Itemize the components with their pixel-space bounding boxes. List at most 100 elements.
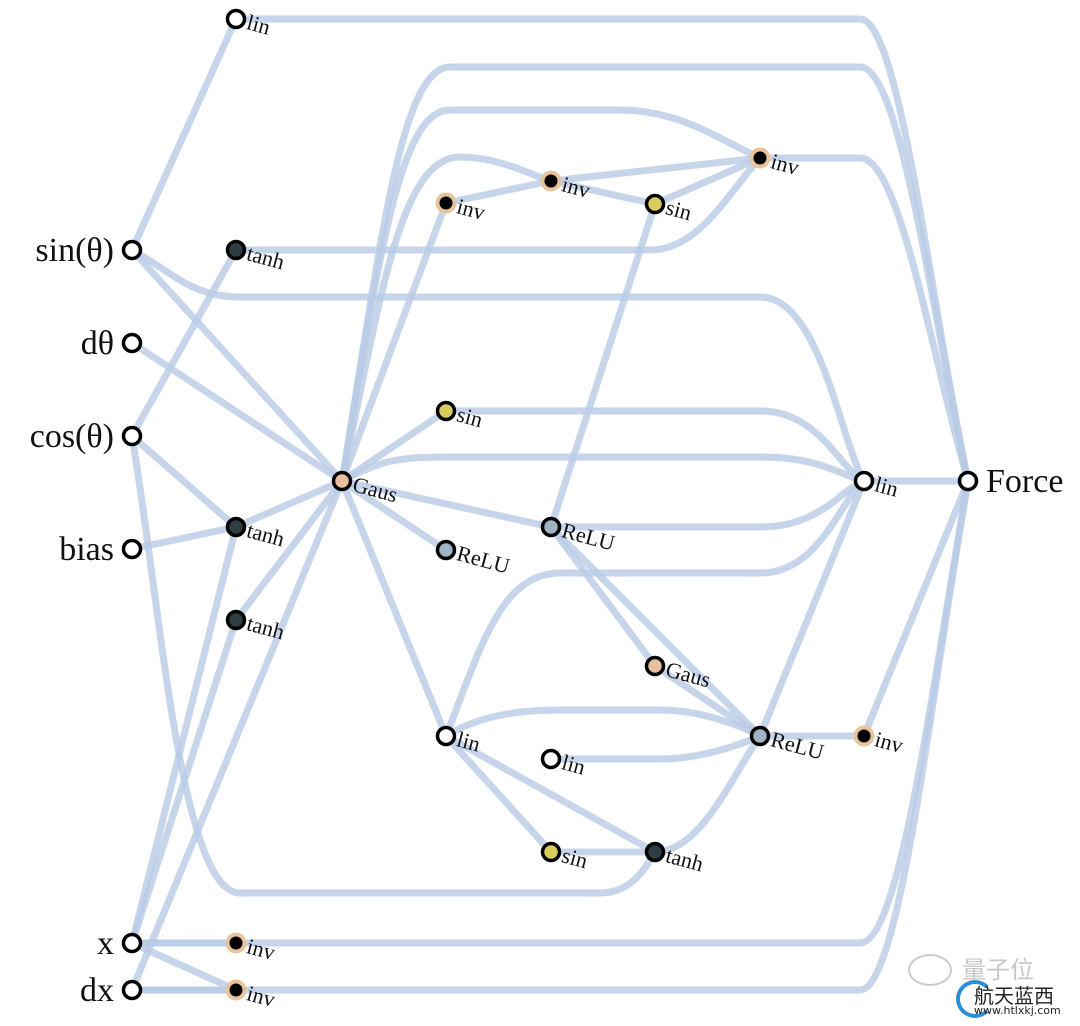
input-label: dθ xyxy=(81,325,114,362)
edge-gaus1-lin_a xyxy=(338,477,450,740)
input-label: x xyxy=(97,925,114,962)
edge-gaus1-relu_a xyxy=(338,477,450,554)
edge-relu_b-relu_d xyxy=(547,523,764,740)
edge-gaus_c-relu_d xyxy=(651,662,764,740)
io-node xyxy=(121,332,143,354)
edge-in_dx-gaus1 xyxy=(128,477,346,994)
sin-node xyxy=(435,400,457,422)
node-label: tanh xyxy=(244,517,287,551)
lin-node xyxy=(853,470,875,492)
edge-relu_b-lin_e xyxy=(547,477,868,531)
edge-in_sin-lin_e xyxy=(128,246,868,485)
edge-inv_a-inv_b xyxy=(442,177,555,207)
lin-node xyxy=(225,8,247,30)
edge-relu_d-lin_e xyxy=(756,477,868,740)
edge-in_sin-lin1 xyxy=(128,15,240,254)
edge-tanh3-gaus1 xyxy=(232,477,346,624)
lin-node xyxy=(540,748,562,770)
edge-sin_c-inv_d xyxy=(651,154,764,208)
watermark-url: www.htlxkj.com xyxy=(974,1004,1061,1017)
edge-in_dx-force xyxy=(128,477,972,994)
node-label: inv xyxy=(244,980,278,1011)
edge-lin_a-relu_d xyxy=(442,706,764,740)
edge-gaus1-inv_d xyxy=(338,106,764,485)
node-label: inv xyxy=(244,933,278,964)
relu-node xyxy=(749,725,771,747)
tanh-node xyxy=(225,609,247,631)
node-label: inv xyxy=(768,148,802,179)
edge-gaus1-lin_e xyxy=(338,453,868,485)
io-node xyxy=(121,932,143,954)
inv-node xyxy=(749,147,771,169)
node-label: lin xyxy=(244,9,273,39)
watermark: 量子位 航天蓝西 www.htlxkj.com xyxy=(904,950,1074,1020)
edge-in_x-tanh3 xyxy=(128,616,240,947)
edge-in_sin-gaus1 xyxy=(128,246,346,485)
io-node xyxy=(121,538,143,560)
sin-node xyxy=(540,841,562,863)
edge-in_x-tanh2 xyxy=(128,523,240,947)
tanh-node xyxy=(225,516,247,538)
gaus-node xyxy=(644,655,666,677)
edge-tanh2-gaus1 xyxy=(232,477,346,531)
io-node xyxy=(121,425,143,447)
edge-in_dtheta-gaus1 xyxy=(128,339,346,485)
wechat-icon xyxy=(908,954,952,986)
inv-node xyxy=(225,979,247,1001)
edge-inv_b-inv_d xyxy=(547,154,764,185)
relu-node xyxy=(540,516,562,538)
node-label: sin xyxy=(559,842,590,873)
node-label: Gaus xyxy=(663,656,713,692)
edge-tanh_c-relu_d xyxy=(651,732,764,856)
inv-node xyxy=(435,192,457,214)
input-label: bias xyxy=(59,531,114,568)
watermark-text-2: 航天蓝西 xyxy=(974,984,1054,1008)
node-label: sin xyxy=(454,401,485,432)
lin-node xyxy=(435,725,457,747)
edge-inv_e-force xyxy=(860,477,972,740)
edge-inv_b-sin_c xyxy=(547,177,659,208)
edge-sin_c-relu_b xyxy=(547,200,659,531)
input-label: sin(θ) xyxy=(35,232,114,269)
node-label: tanh xyxy=(663,842,706,876)
edge-in_cos-tanh2 xyxy=(128,432,240,531)
node-label: tanh xyxy=(244,240,287,274)
edge-lin_a-lin_e xyxy=(442,477,868,740)
tanh-node xyxy=(644,841,666,863)
node-label: ReLU xyxy=(454,540,513,578)
io-node xyxy=(957,470,979,492)
node-label: lin xyxy=(872,471,901,501)
node-label: Gaus xyxy=(350,471,400,507)
output-label: Force xyxy=(986,463,1063,500)
logo-icon xyxy=(956,980,994,1018)
node-label: tanh xyxy=(244,610,287,644)
sin-node xyxy=(644,193,666,215)
edges-layer xyxy=(128,15,972,994)
relu-node xyxy=(435,539,457,561)
node-label: lin xyxy=(559,749,588,779)
edge-in_cos-tanh_c xyxy=(128,432,659,897)
inv-node xyxy=(853,725,875,747)
io-node xyxy=(121,979,143,1001)
input-label: cos(θ) xyxy=(30,418,114,455)
input-label: dx xyxy=(80,972,114,1009)
edge-in_cos-tanh1 xyxy=(128,246,240,440)
node-label: sin xyxy=(663,194,694,225)
edge-gaus1-inv_b xyxy=(338,153,555,485)
edge-gaus1-relu_b xyxy=(338,477,555,531)
edge-in_bias-tanh2 xyxy=(128,523,240,553)
edge-gaus1-inv_a xyxy=(338,199,450,485)
inv-node xyxy=(225,932,247,954)
edge-inv_d-force xyxy=(756,154,972,485)
tanh-node xyxy=(225,239,247,261)
edge-tanh1-inv_d xyxy=(232,154,764,254)
edge-relu_b-gaus_c xyxy=(547,523,659,670)
edge-lin_a-tanh_c xyxy=(442,732,659,856)
edge-sin_a-lin_e xyxy=(442,407,868,485)
inv-node xyxy=(540,170,562,192)
io-node xyxy=(121,239,143,261)
gaus-node xyxy=(331,470,353,492)
edge-lin_a-sin_b xyxy=(442,732,555,856)
